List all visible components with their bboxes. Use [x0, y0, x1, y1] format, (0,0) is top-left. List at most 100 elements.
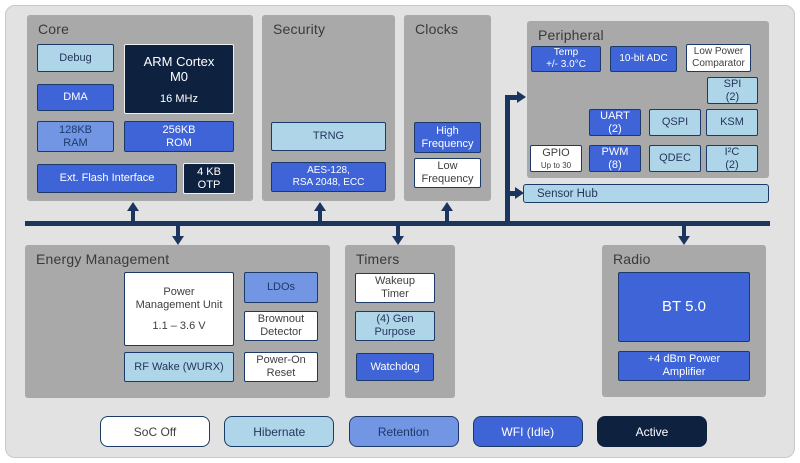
group-peripheral-title: Peripheral	[538, 27, 604, 43]
power-state-legend: SoC Off Hibernate Retention WFI (Idle) A…	[100, 416, 707, 447]
block-low-power-comparator: Low Power Comparator	[686, 44, 751, 72]
legend-active: Active	[597, 416, 707, 447]
block-qdec: QDEC	[649, 145, 701, 172]
block-low-frequency-label: Low Frequency	[421, 160, 474, 185]
arrow-right-sensor-hub	[515, 187, 524, 199]
block-trng: TRNG	[271, 122, 386, 151]
block-gpio-count: Up to 30	[540, 160, 572, 170]
arrow-right-peripheral	[517, 91, 526, 103]
block-watchdog: Watchdog	[356, 353, 434, 381]
block-spi: SPI (2)	[707, 77, 758, 104]
block-arm-frequency: 16 MHz	[160, 93, 198, 106]
group-clocks-title: Clocks	[415, 21, 459, 37]
block-temp-sensor-label: Temp +/- 3.0°C	[546, 47, 586, 70]
group-clocks: Clocks High Frequency Low Frequency	[404, 15, 491, 201]
block-ram: 128KB RAM	[37, 121, 114, 152]
group-radio-title: Radio	[613, 251, 651, 267]
block-adc: 10-bit ADC	[610, 46, 677, 72]
block-ext-flash-interface: Ext. Flash Interface	[37, 164, 177, 193]
block-rom-label: 256KB ROM	[162, 123, 196, 149]
legend-hibernate-label: Hibernate	[253, 424, 306, 439]
block-ksm-label: KSM	[720, 116, 744, 129]
block-pmu-voltage: 1.1 – 3.6 V	[152, 320, 206, 333]
block-gpio: GPIO Up to 30	[530, 145, 582, 172]
block-ldos-label: LDOs	[266, 281, 296, 294]
arrow-up-clocks	[441, 202, 453, 211]
bus-stem-sensor-hub	[508, 191, 516, 196]
bus-stem-radio	[682, 226, 686, 237]
block-high-frequency: High Frequency	[414, 122, 481, 153]
arrow-down-radio	[678, 236, 690, 245]
block-qspi-label: QSPI	[661, 116, 689, 129]
block-power-amplifier-label: +4 dBm Power Amplifier	[647, 353, 721, 378]
block-dma-label: DMA	[63, 91, 88, 104]
block-gpio-label: GPIO	[542, 146, 570, 159]
legend-wfi-idle: WFI (Idle)	[472, 416, 583, 447]
group-timers: Timers Wakeup Timer (4) Gen Purpose Watc…	[345, 245, 455, 398]
arrow-up-security	[314, 202, 326, 211]
block-rf-wake: RF Wake (WURX)	[124, 352, 234, 382]
bus-stem-energy	[176, 226, 180, 237]
block-power-on-reset: Power-On Reset	[244, 352, 318, 382]
block-ext-flash-label: Ext. Flash Interface	[59, 172, 155, 185]
block-i2c-label: I²C (2)	[724, 145, 740, 171]
bus-stem-clocks	[445, 208, 449, 222]
group-core-title: Core	[38, 21, 70, 37]
block-watchdog-label: Watchdog	[370, 360, 420, 373]
bus-branch-peripheral	[505, 95, 510, 222]
block-ldos: LDOs	[244, 272, 318, 303]
legend-active-label: Active	[635, 424, 669, 439]
block-qspi: QSPI	[649, 109, 701, 136]
block-sensor-hub-label: Sensor Hub	[537, 187, 598, 200]
group-timers-title: Timers	[356, 251, 400, 267]
bus-stem-core	[131, 208, 135, 222]
block-uart-label: UART (2)	[600, 109, 630, 135]
block-ksm: KSM	[706, 109, 758, 136]
block-arm-label: ARM Cortex M0	[143, 54, 215, 85]
block-brownout-label: Brownout Detector	[257, 313, 305, 338]
legend-retention: Retention	[348, 416, 459, 447]
block-low-power-comparator-label: Low Power Comparator	[692, 46, 745, 69]
arrow-up-core	[127, 202, 139, 211]
block-crypto-label: AES-128, RSA 2048, ECC	[292, 165, 365, 188]
block-pwm: PWM (8)	[589, 145, 641, 172]
block-debug: Debug	[37, 44, 114, 72]
block-wakeup-timer-label: Wakeup Timer	[375, 275, 415, 300]
block-ram-label: 128KB RAM	[58, 123, 93, 149]
legend-retention-label: Retention	[377, 424, 430, 439]
group-radio: Radio BT 5.0 +4 dBm Power Amplifier	[602, 245, 766, 397]
arrow-down-timers	[392, 236, 404, 245]
block-dma: DMA	[37, 84, 114, 111]
block-pmu-label: Power Management Unit	[135, 286, 223, 311]
system-bus	[25, 221, 770, 226]
legend-soc-off-label: SoC Off	[133, 424, 177, 439]
block-bt50: BT 5.0	[618, 272, 750, 342]
bus-stem-timers	[396, 226, 400, 237]
block-otp: 4 KB OTP	[183, 163, 235, 194]
group-core: Core Debug ARM Cortex M0 16 MHz DMA 128K…	[27, 15, 253, 201]
block-gen-purpose-timer: (4) Gen Purpose	[355, 311, 435, 341]
block-high-frequency-label: High Frequency	[421, 124, 474, 150]
block-bt50-label: BT 5.0	[662, 298, 706, 316]
block-temp-sensor: Temp +/- 3.0°C	[531, 46, 601, 72]
group-security: Security TRNG AES-128, RSA 2048, ECC	[262, 15, 395, 201]
block-i2c: I²C (2)	[706, 145, 758, 172]
block-adc-label: 10-bit ADC	[619, 53, 668, 65]
block-pmu: Power Management Unit 1.1 – 3.6 V	[124, 272, 234, 346]
block-gen-purpose-label: (4) Gen Purpose	[374, 313, 416, 338]
legend-soc-off: SoC Off	[100, 416, 210, 447]
block-crypto: AES-128, RSA 2048, ECC	[271, 162, 386, 192]
block-pwm-label: PWM (8)	[601, 145, 629, 171]
block-debug-label: Debug	[59, 51, 92, 64]
block-sensor-hub: Sensor Hub	[523, 184, 769, 203]
bus-stem-peripheral	[508, 95, 518, 100]
block-otp-label: 4 KB OTP	[197, 165, 221, 191]
group-security-title: Security	[273, 21, 326, 37]
legend-wfi-idle-label: WFI (Idle)	[501, 424, 555, 439]
block-wakeup-timer: Wakeup Timer	[355, 273, 435, 303]
legend-hibernate: Hibernate	[224, 416, 335, 447]
block-qdec-label: QDEC	[659, 152, 691, 165]
group-energy-management: Energy Management Power Management Unit …	[25, 245, 330, 398]
bus-stem-security	[318, 208, 322, 222]
